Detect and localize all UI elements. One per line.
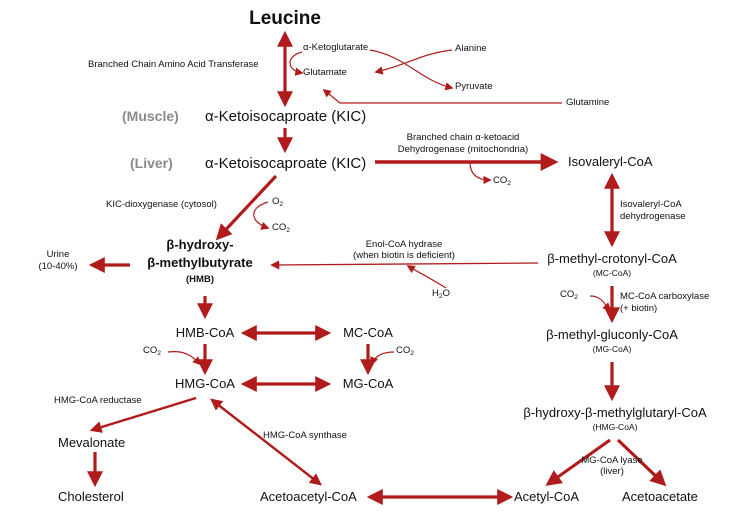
tissue-liver: (Liver) xyxy=(130,155,173,171)
mgcoa-abbr: (MG-CoA) xyxy=(592,344,632,354)
alpha-ketoglutarate: α-Ketoglutarate xyxy=(303,42,369,53)
enzyme-bckd-line1: Branched chain α-ketoacid xyxy=(406,132,520,143)
acetoacetate: Acetoacetate xyxy=(622,489,698,504)
enzyme-kic-dioxygenase: KIC-dioxygenase (cytosol) xyxy=(106,199,217,210)
enzyme-mccoa-carb-line1: MC-CoA carboxylase xyxy=(620,291,710,302)
arrow-co2-mccoa xyxy=(370,351,395,366)
glutamate: Glutamate xyxy=(303,67,347,78)
arrow-co2-mccarb xyxy=(589,295,612,312)
enzyme-enol-coa-line2: (when biotin is deficient) xyxy=(353,250,455,261)
co2-mc-coa: CO2 xyxy=(396,345,414,357)
hmg-abbr: (HMG-CoA) xyxy=(592,422,638,432)
diagram-title-leucine: Leucine xyxy=(249,8,321,29)
arrow-hmgcoa-mevalonate xyxy=(89,396,197,433)
isovaleryl-coa: Isovaleryl-CoA xyxy=(568,154,653,169)
acetyl-coa: Acetyl-CoA xyxy=(514,489,580,504)
enzyme-enol-coa-line1: Enol-CoA hydrase xyxy=(365,239,443,250)
arrow-alanine-pyruvate xyxy=(374,49,453,75)
hmb-line1: β-hydroxy- xyxy=(166,237,234,252)
hmb-abbr: (HMB) xyxy=(186,274,214,285)
kic-liver: α-Ketoisocaproate (KIC) xyxy=(205,155,367,172)
kic-muscle: α-Ketoisocaproate (KIC) xyxy=(205,108,367,125)
urine-line1: Urine xyxy=(46,249,70,260)
urine-line2: (10-40%) xyxy=(38,261,78,272)
enzyme-ivcoa-dh-line2: dehydrogenase xyxy=(620,211,686,222)
arrow-h2o xyxy=(406,265,447,289)
cholesterol: Cholesterol xyxy=(58,489,124,504)
enzyme-mgcoa-lyase-line2: (liver) xyxy=(600,466,624,477)
arrow-hmgcoa-acetoacetyl xyxy=(210,398,322,486)
enzyme-bcat: Branched Chain Amino Acid Transferase xyxy=(88,59,259,70)
co2-mccoa-carboxylase: CO2 xyxy=(560,289,578,301)
arrow-akg-glutamate xyxy=(289,51,304,76)
arrow-glutamine xyxy=(322,88,562,104)
tissue-muscle: (Muscle) xyxy=(122,108,179,124)
arrow-co2-bckd xyxy=(469,161,492,185)
co2-hmb-coa: CO2 xyxy=(143,345,161,357)
arrow-co2-hmbcoa xyxy=(167,351,202,366)
arrow-o2-co2-diox xyxy=(253,201,270,230)
alanine: Alanine xyxy=(455,43,487,54)
hmb-coa: HMB-CoA xyxy=(175,325,235,340)
arrow-kic-hmb xyxy=(215,174,278,241)
o2: O2 xyxy=(272,196,284,208)
arrow-hmg-acetyl xyxy=(545,438,611,486)
co2-bckd: CO2 xyxy=(493,175,511,187)
enzyme-ivcoa-dh-line1: Isovaleryl-CoA xyxy=(620,199,682,210)
mccoa-name: β-methyl-crotonyl-CoA xyxy=(547,251,677,266)
glutamine: Glutamine xyxy=(566,97,610,108)
hmb-line2: β-methylbutyrate xyxy=(147,255,253,270)
enzyme-hmgcoa-reductase: HMG-CoA reductase xyxy=(54,395,142,406)
mccoa-abbr: (MC-CoA) xyxy=(592,268,632,278)
pyruvate: Pyruvate xyxy=(455,81,493,92)
enzyme-mgcoa-lyase-line1: MG-CoA lyase xyxy=(581,455,643,466)
hmg-name: β-hydroxy-β-methylglutaryl-CoA xyxy=(523,405,707,420)
enzyme-bckd-line2: Dehydrogenase (mitochondria) xyxy=(397,144,529,155)
arrow-cross-pyruvate xyxy=(369,49,454,91)
acetoacetyl-coa: Acetoacetyl-CoA xyxy=(260,489,357,504)
arrow-mccoa-hmb xyxy=(270,260,539,270)
enzyme-mccoa-carb-line2: (+ biotin) xyxy=(620,303,658,314)
mgcoa-name: β-methyl-gluconly-CoA xyxy=(546,327,678,342)
arrow-hmg-acetoacetate xyxy=(616,438,667,487)
mc-coa-middle: MC-CoA xyxy=(343,325,393,340)
h2o: H2O xyxy=(432,288,450,300)
co2-dioxygenase: CO2 xyxy=(272,222,290,234)
mg-coa-middle: MG-CoA xyxy=(342,376,394,391)
mevalonate: Mevalonate xyxy=(58,435,126,450)
hmg-coa-middle: HMG-CoA xyxy=(175,376,235,391)
enzyme-hmgcoa-synthase: HMG-CoA synthase xyxy=(263,430,347,441)
